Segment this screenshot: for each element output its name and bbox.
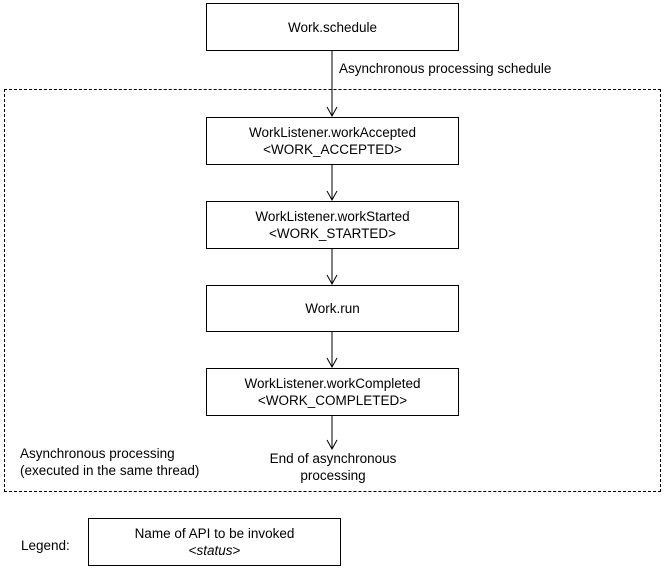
legend-api-name: Name of API to be invoked bbox=[134, 526, 295, 541]
end-async-label: End of asynchronous processing bbox=[253, 450, 413, 484]
node-work-schedule: Work.schedule bbox=[206, 3, 459, 51]
node-work-accepted-status: <WORK_ACCEPTED> bbox=[263, 142, 402, 157]
node-work-completed-label: WorkListener.workCompleted bbox=[244, 376, 421, 391]
legend-title: Legend: bbox=[21, 538, 70, 553]
node-work-started-status: <WORK_STARTED> bbox=[268, 226, 397, 241]
legend-status-line: <status> bbox=[188, 543, 241, 558]
node-work-accepted: WorkListener.workAccepted <WORK_ACCEPTED… bbox=[206, 117, 459, 165]
node-work-run: Work.run bbox=[206, 285, 459, 332]
end-async-label-line2: processing bbox=[300, 468, 366, 483]
node-work-completed-status: <WORK_COMPLETED> bbox=[257, 393, 408, 408]
legend-box: Name of API to be invoked <status> bbox=[88, 518, 341, 566]
legend-status: status bbox=[196, 543, 233, 558]
end-async-label-line1: End of asynchronous bbox=[269, 451, 397, 466]
node-work-completed: WorkListener.workCompleted <WORK_COMPLET… bbox=[206, 368, 459, 416]
async-schedule-label: Asynchronous processing schedule bbox=[339, 61, 552, 76]
region-label: Asynchronous processing (executed in the… bbox=[20, 445, 199, 479]
region-label-line1: Asynchronous processing bbox=[20, 446, 175, 461]
node-work-started: WorkListener.workStarted <WORK_STARTED> bbox=[206, 201, 459, 249]
node-work-run-label: Work.run bbox=[305, 301, 360, 316]
node-work-started-label: WorkListener.workStarted bbox=[255, 209, 410, 224]
node-work-accepted-label: WorkListener.workAccepted bbox=[248, 125, 417, 140]
region-label-line2: (executed in the same thread) bbox=[20, 463, 200, 478]
node-work-schedule-label: Work.schedule bbox=[287, 19, 378, 35]
